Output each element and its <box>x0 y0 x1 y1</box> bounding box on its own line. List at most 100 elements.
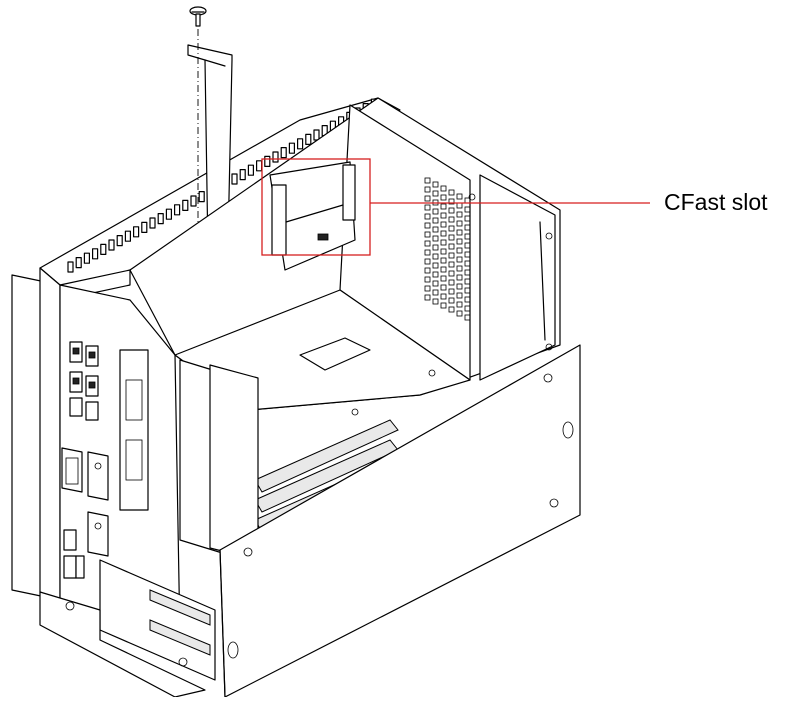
vent-hole <box>464 206 471 213</box>
vent-hole <box>464 233 471 240</box>
vent-hole <box>440 230 447 237</box>
heatsink-fin <box>116 235 123 247</box>
screw-icon <box>189 6 207 27</box>
vent-hole <box>456 220 463 227</box>
heatsink-fin <box>75 257 82 269</box>
vent-hole <box>456 256 463 263</box>
vent-hole <box>440 221 447 228</box>
vent-hole <box>448 234 455 241</box>
heatsink-fin <box>182 199 189 211</box>
vent-hole <box>464 251 471 258</box>
heatsink-fin <box>256 160 263 172</box>
vent-hole <box>432 190 439 197</box>
vent-hole <box>440 212 447 219</box>
lower-slot-covers <box>39 559 216 698</box>
vent-hole <box>432 226 439 233</box>
vent-hole <box>448 189 455 196</box>
vent-hole <box>464 278 471 285</box>
serial-ports <box>87 451 109 557</box>
usb-ports <box>69 341 99 421</box>
vent-hole <box>456 238 463 245</box>
heatsink-fin <box>288 142 295 154</box>
heatsink-fin <box>272 151 279 163</box>
dvi-port <box>61 447 83 493</box>
vent-hole <box>432 298 439 305</box>
vent-hole <box>456 265 463 272</box>
vent-hole <box>440 257 447 264</box>
vent-hole <box>448 297 455 304</box>
vent-hole <box>456 283 463 290</box>
vent-hole <box>464 296 471 303</box>
vent-hole <box>448 216 455 223</box>
vent-hole <box>464 287 471 294</box>
vent-hole <box>432 208 439 215</box>
heatsink-fin <box>100 243 107 255</box>
vent-hole <box>456 247 463 254</box>
heatsink-fin <box>108 239 115 251</box>
vent-hole <box>456 193 463 200</box>
heatsink-fin <box>198 191 205 203</box>
vent-hole <box>464 215 471 222</box>
vent-hole <box>456 310 463 317</box>
vent-hole <box>424 195 431 202</box>
vent-hole <box>432 262 439 269</box>
vent-hole <box>424 285 431 292</box>
vent-hole <box>424 240 431 247</box>
heatsink-fin <box>313 129 320 141</box>
heatsink-fin <box>239 169 246 181</box>
vent-hole <box>424 249 431 256</box>
heatsink-fin <box>297 138 304 150</box>
vent-hole <box>432 271 439 278</box>
heatsink-fin <box>231 173 238 185</box>
heatsink-fin <box>247 164 254 176</box>
vent-hole <box>432 253 439 260</box>
vent-hole <box>432 235 439 242</box>
callout <box>261 158 650 256</box>
vent-hole <box>456 292 463 299</box>
vent-hole <box>448 288 455 295</box>
vent-hole <box>424 186 431 193</box>
vent-hole <box>432 280 439 287</box>
heatsink-fin <box>157 213 164 225</box>
cfast-slot <box>269 161 356 271</box>
vent-hole <box>456 301 463 308</box>
vent-hole <box>464 269 471 276</box>
vent-hole <box>424 231 431 238</box>
vent-hole <box>448 225 455 232</box>
vent-hole <box>448 252 455 259</box>
heatsink-fin <box>83 252 91 264</box>
vent-hole <box>456 211 463 218</box>
vent-hole <box>432 244 439 251</box>
vent-hole <box>464 314 471 321</box>
cfast-slot-label: CFast slot <box>664 189 768 215</box>
vent-hole <box>440 194 447 201</box>
vent-hole <box>440 293 447 300</box>
heatsink-fin <box>190 195 197 207</box>
vent-hole <box>448 198 455 205</box>
vent-hole <box>424 258 431 265</box>
heatsink-fin <box>305 133 312 145</box>
vent-hole <box>424 222 431 229</box>
vent-hole <box>432 181 439 188</box>
heatsink-fin <box>165 208 172 220</box>
side-cover <box>219 344 581 698</box>
vent-hole <box>448 207 455 214</box>
heatsink-fin <box>67 261 74 273</box>
vent-hole <box>440 266 447 273</box>
vent-hole <box>464 224 471 231</box>
vent-hole <box>448 243 455 250</box>
vent-hole <box>448 279 455 286</box>
vent-hole <box>464 305 471 312</box>
vent-hole <box>424 204 431 211</box>
vent-hole <box>448 270 455 277</box>
heatsink-fin <box>133 226 140 238</box>
vent-hole <box>448 261 455 268</box>
heatsink-fin <box>141 221 148 233</box>
vent-hole <box>464 260 471 267</box>
heatsink-fin <box>149 217 156 229</box>
vent-hole <box>440 302 447 309</box>
vent-hole <box>440 185 447 192</box>
vent-hole <box>456 274 463 281</box>
